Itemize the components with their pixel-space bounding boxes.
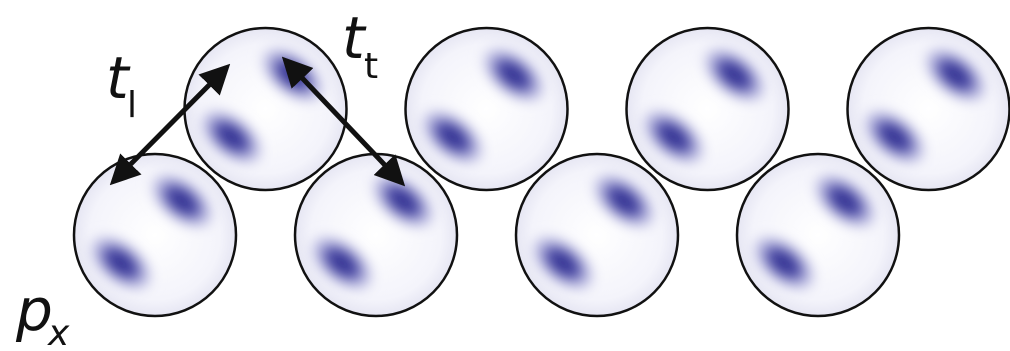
- orbital-2: [183, 26, 348, 192]
- lower-lobe: [635, 103, 712, 171]
- lower-lobe: [524, 229, 602, 297]
- px-subscript: x: [47, 313, 70, 351]
- orbital-lobes: [414, 41, 552, 171]
- lower-lobe: [82, 229, 160, 297]
- upper-lobe: [475, 41, 552, 109]
- t-l-symbol: t: [106, 44, 131, 112]
- orbital-1: [72, 152, 238, 318]
- t-l-hopping-arrow: [109, 63, 231, 186]
- orbital-outline: [514, 152, 680, 318]
- orbital-outline: [625, 26, 790, 192]
- px-symbol: p: [15, 276, 53, 344]
- orbitals-layer: [72, 26, 1010, 318]
- orbital-lobes: [635, 41, 773, 171]
- orbital-outline: [735, 152, 901, 318]
- orbital-8: [846, 26, 1010, 192]
- upper-lobe: [696, 41, 773, 109]
- orbital-6: [625, 26, 790, 192]
- upper-lobe: [806, 167, 884, 235]
- px-label: p x: [15, 276, 70, 351]
- orbital-outline: [404, 26, 569, 192]
- t-t-subscript: t: [364, 46, 378, 87]
- orbital-7: [735, 152, 901, 318]
- orbital-5: [514, 152, 680, 318]
- orbital-4: [404, 26, 569, 192]
- t-l-label: t l: [106, 44, 137, 126]
- t-t-symbol: t: [342, 4, 367, 72]
- orbital-lobes: [524, 167, 663, 297]
- upper-lobe: [917, 41, 994, 109]
- orbital-lobes: [745, 167, 884, 297]
- upper-lobe: [585, 167, 663, 235]
- t-t-hopping-arrow: [281, 56, 406, 187]
- lower-lobe: [856, 103, 933, 171]
- orbital-lobes: [856, 41, 994, 171]
- t-t-label: t t: [342, 4, 378, 87]
- lower-lobe: [745, 229, 823, 297]
- t-l-subscript: l: [127, 85, 137, 126]
- orbital-3: [293, 152, 459, 318]
- lower-lobe: [303, 229, 381, 297]
- lower-lobe: [414, 103, 491, 171]
